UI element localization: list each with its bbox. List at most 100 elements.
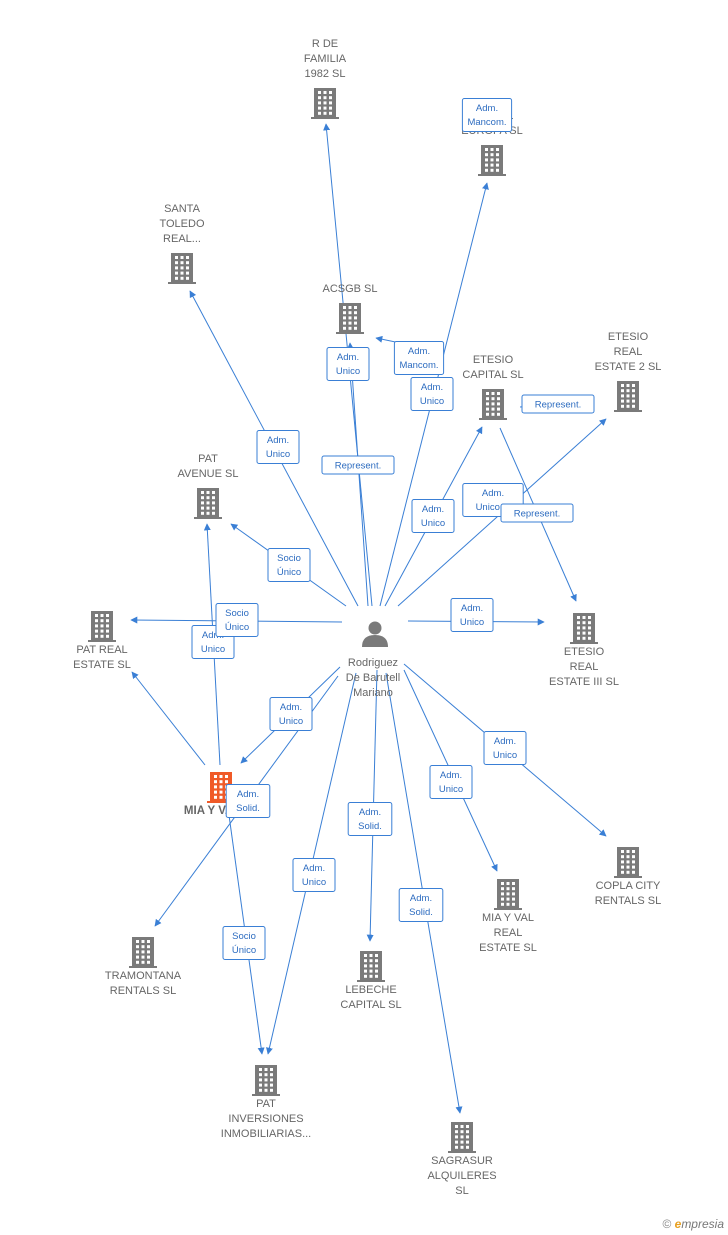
company-name-line: ACSGB SL [322, 283, 377, 295]
relation-label[interactable]: Adm.Unico [429, 765, 473, 799]
copyright-symbol: © [662, 1217, 672, 1231]
building-icon [614, 847, 642, 878]
building-icon [252, 1065, 280, 1096]
relation-label-text: Adm. [202, 630, 224, 641]
building-icon [88, 611, 116, 642]
relation-label[interactable]: Represent. [321, 455, 395, 475]
company-node-copla[interactable]: COPLA CITY RENTALS SL [595, 847, 661, 907]
relation-label-text: Adm. [461, 603, 483, 614]
company-name-line: ETESIO [564, 646, 605, 658]
relation-label-text: Adm. [482, 488, 504, 499]
company-node-mia-real[interactable]: MIA Y VAL REAL ESTATE SL [479, 879, 537, 954]
company-name-line: REAL [494, 927, 523, 939]
company-name-line: REAL [614, 346, 643, 358]
relation-label-text: Solid. [358, 821, 382, 832]
relation-label-text: Represent. [535, 400, 581, 411]
company-node-santa-toledo[interactable]: SANTATOLEDOREAL... [159, 203, 205, 284]
brand-initial: e [674, 1217, 682, 1231]
building-icon [614, 381, 642, 412]
building-icon [357, 951, 385, 982]
relation-label-text: Mancom. [467, 117, 506, 128]
relation-label[interactable]: Adm.Unico [450, 598, 494, 632]
company-name-line: MIA Y VAL [482, 912, 534, 924]
relation-label[interactable]: Adm.Unico [411, 499, 455, 533]
company-name-line: RENTALS SL [595, 895, 661, 907]
relation-label[interactable]: Adm.Unico [483, 731, 527, 765]
brand-name: mpresia [681, 1217, 724, 1231]
company-name-line: ESTATE 2 SL [595, 361, 662, 373]
company-name-line: FAMILIA [304, 53, 347, 65]
company-name-line: SL [455, 1185, 468, 1197]
company-name-line: AVENUE SL [178, 468, 239, 480]
company-name-line: ESTATE III SL [549, 676, 619, 688]
relation-edge [131, 671, 206, 766]
building-icon [194, 488, 222, 519]
company-name-line: SANTA [164, 203, 201, 215]
relation-label-text: Unico [266, 449, 290, 460]
company-name-line: ETESIO [473, 354, 514, 366]
relation-label[interactable]: Adm. Mancom. [461, 98, 513, 132]
relation-label[interactable]: Represent. [500, 503, 574, 523]
relation-label-text: Unico [439, 784, 463, 795]
relation-label[interactable]: Adm.Mancom. [393, 341, 445, 375]
relation-label-text: Socio [277, 553, 301, 564]
relation-label-text: Unico,... [476, 502, 511, 513]
building-icon [448, 1122, 476, 1153]
company-name-line: LEBECHE [345, 984, 396, 996]
relation-label-text: Adm. [476, 103, 498, 114]
person-name-line: De Barutell [346, 672, 400, 684]
company-name-line: INVERSIONES [228, 1113, 303, 1125]
relation-label-text: Solid. [409, 907, 433, 918]
company-node-sagrasur[interactable]: SAGRASUR ALQUILERES SL [427, 1122, 497, 1197]
relation-label[interactable]: Adm.Unico [256, 430, 300, 464]
building-icon [494, 879, 522, 910]
person-name-line: Rodriguez [348, 657, 398, 669]
relation-label-text: Adm. [280, 702, 302, 713]
company-name-line: REAL... [163, 233, 201, 245]
person-name-line: Mariano [353, 687, 393, 699]
relation-label-text: Socio [232, 931, 256, 942]
company-node-etesio-capital[interactable]: ETESIO CAPITAL SL [462, 354, 524, 420]
building-icon [129, 937, 157, 968]
relation-label-text: Adm. [410, 893, 432, 904]
building-icon [168, 253, 196, 284]
company-name-line: ALQUILERES [427, 1170, 496, 1182]
company-name-line: ESTATE SL [73, 659, 131, 671]
relation-labels: Represent.Adm.UnicoAdm.Mancom.Adm.UnicoA… [191, 98, 595, 960]
company-name-line: SAGRASUR [431, 1155, 493, 1167]
company-name-line: CAPITAL SL [462, 369, 523, 381]
relation-label[interactable]: Adm.Solid. [225, 784, 271, 818]
relation-label[interactable]: Adm.Unico [326, 347, 370, 381]
relation-label-text: Socio [225, 608, 249, 619]
relation-label[interactable]: Adm.Solid. [347, 802, 393, 836]
relation-label-text: Unico [420, 396, 444, 407]
building-icon [311, 88, 339, 119]
relation-label[interactable]: Adm. Solid. [398, 888, 444, 922]
relation-label[interactable]: Adm.Unico [269, 697, 313, 731]
company-name-line: COPLA CITY [596, 880, 661, 892]
relation-label-text: Unico [336, 366, 360, 377]
company-name-line: ETESIO [608, 331, 649, 343]
relation-label-text: Adm. [422, 504, 444, 515]
relation-label[interactable]: Adm. Unico [410, 377, 454, 411]
relation-label[interactable]: Represent. [521, 394, 595, 414]
company-name-line: ESTATE SL [479, 942, 537, 954]
building-icon [336, 303, 364, 334]
company-node-pat-inversiones[interactable]: PATINVERSIONESINMOBILIARIAS... [221, 1065, 311, 1140]
company-name-line: PAT [256, 1098, 276, 1110]
company-node-acsgb[interactable]: ACSGB SL [322, 283, 378, 334]
relation-label-text: Único [232, 945, 256, 956]
relation-label[interactable]: Adm.Unico [292, 858, 336, 892]
company-node-etesio-re2[interactable]: ETESIO REAL ESTATE 2 SL [595, 331, 662, 412]
relation-label-text: Adm. [421, 382, 443, 393]
